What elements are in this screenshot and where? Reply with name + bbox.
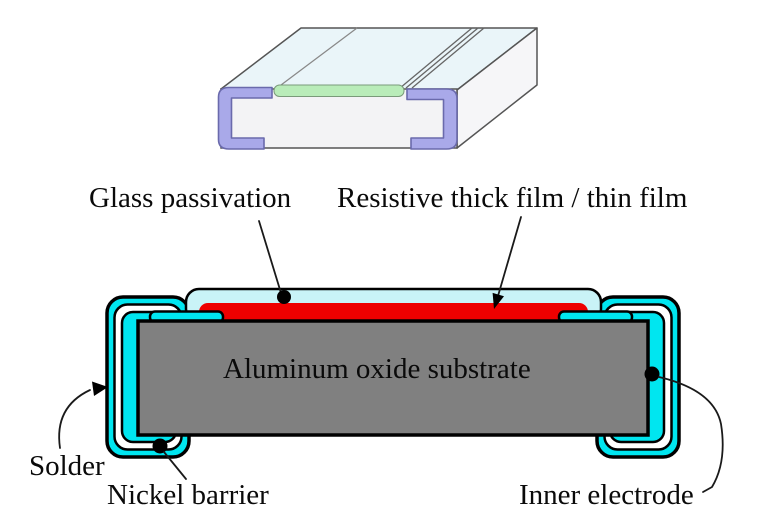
isometric-chip-view [217,27,538,150]
label-substrate: Aluminum oxide substrate [223,353,531,385]
inner-electrode-anchor-dot [644,366,660,382]
annotations [58,216,724,493]
label-solder: Solder [29,450,105,482]
cross-section-view: Glass passivation Resistive thick film /… [29,182,724,511]
label-inner-electrode: Inner electrode [519,479,694,511]
glass-passivation-leader-line [258,220,282,294]
solder-arrowhead [92,381,108,396]
resistive-film-arrowhead [492,292,504,309]
trim-line [411,27,485,89]
left-termination-cap [217,86,273,150]
resistive-film-layer [199,303,588,322]
coating-edge-line [276,27,358,89]
laser-trim-lines [399,27,485,89]
trim-line [399,27,473,89]
solder-leader-line [58,389,91,449]
label-nickel-barrier: Nickel barrier [107,479,269,511]
resistive-film-leader-line [497,216,522,297]
label-resistive-film: Resistive thick film / thin film [337,182,688,214]
right-termination-cap [406,88,458,150]
inner-electrode-leader-line [658,376,724,493]
label-glass-passivation: Glass passivation [89,182,292,214]
trim-line [405,27,479,89]
glass-passivation-anchor-dot [277,290,291,304]
resistive-stripe [273,84,405,97]
nickel-barrier-leader-line [163,451,187,480]
nickel-barrier-anchor-dot [152,438,168,454]
